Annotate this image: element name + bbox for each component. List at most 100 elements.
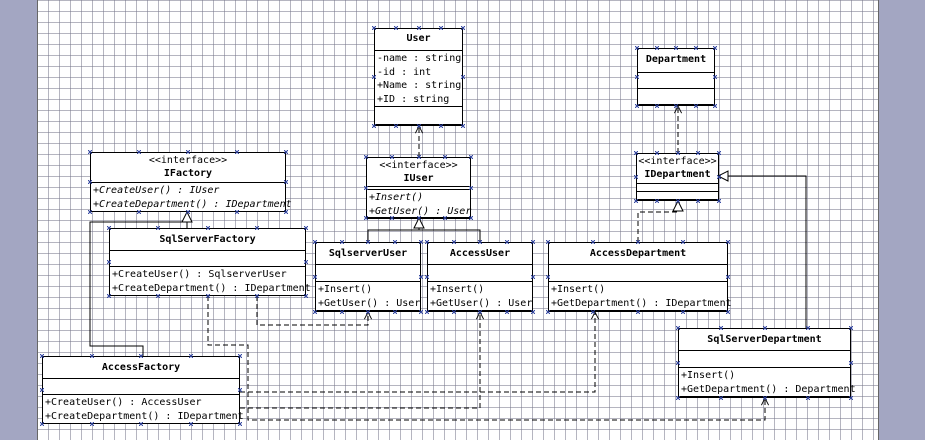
selection-handle[interactable] <box>313 275 317 279</box>
selection-handle[interactable] <box>635 104 639 108</box>
selection-handle[interactable] <box>531 240 535 244</box>
selection-handle[interactable] <box>726 310 730 314</box>
class-sqlserverdepartment[interactable]: SqlServerDepartment +Insert() +GetDepart… <box>676 326 856 400</box>
selection-handle[interactable] <box>762 326 767 330</box>
selection-handle[interactable] <box>137 210 141 214</box>
class-sqlserveruser[interactable]: SqlserverUser +Insert() +GetUser() : Use… <box>313 240 423 314</box>
selection-handle[interactable] <box>805 326 810 330</box>
selection-handle[interactable] <box>504 240 509 244</box>
selection-handle[interactable] <box>634 175 638 179</box>
selection-handle[interactable] <box>546 310 550 314</box>
selection-handle[interactable] <box>304 226 308 230</box>
selection-handle[interactable] <box>366 240 370 244</box>
selection-handle[interactable] <box>634 199 638 203</box>
selection-handle[interactable] <box>156 294 161 298</box>
selection-handle[interactable] <box>425 275 429 279</box>
selection-handle[interactable] <box>390 216 395 220</box>
class-idepartment[interactable]: <<interface>> IDepartment <box>634 151 721 203</box>
selection-handle[interactable] <box>284 150 288 154</box>
selection-handle[interactable] <box>304 260 308 264</box>
selection-handle[interactable] <box>442 216 447 220</box>
selection-handle[interactable] <box>719 326 724 330</box>
selection-handle[interactable] <box>425 310 429 314</box>
selection-handle[interactable] <box>188 354 193 358</box>
selection-handle[interactable] <box>531 310 535 314</box>
selection-handle[interactable] <box>372 75 376 79</box>
selection-handle[interactable] <box>366 310 370 314</box>
selection-handle[interactable] <box>186 150 190 154</box>
selection-handle[interactable] <box>139 354 143 358</box>
selection-handle[interactable] <box>238 422 242 426</box>
selection-handle[interactable] <box>89 422 94 426</box>
selection-handle[interactable] <box>719 396 724 400</box>
selection-handle[interactable] <box>139 422 143 426</box>
selection-handle[interactable] <box>390 155 395 159</box>
selection-handle[interactable] <box>654 46 659 50</box>
selection-handle[interactable] <box>849 361 853 365</box>
selection-handle[interactable] <box>504 310 509 314</box>
selection-handle[interactable] <box>419 275 423 279</box>
selection-handle[interactable] <box>394 124 399 128</box>
selection-handle[interactable] <box>88 180 92 184</box>
selection-handle[interactable] <box>438 26 443 30</box>
selection-handle[interactable] <box>88 210 92 214</box>
selection-handle[interactable] <box>805 396 810 400</box>
selection-handle[interactable] <box>392 310 397 314</box>
selection-handle[interactable] <box>654 151 659 155</box>
selection-handle[interactable] <box>339 240 344 244</box>
selection-handle[interactable] <box>284 210 288 214</box>
selection-handle[interactable] <box>235 150 239 154</box>
selection-handle[interactable] <box>372 124 376 128</box>
selection-handle[interactable] <box>546 240 550 244</box>
selection-handle[interactable] <box>442 155 447 159</box>
selection-handle[interactable] <box>696 151 701 155</box>
class-accessfactory[interactable]: AccessFactory +CreateUser() : AccessUser… <box>40 354 244 426</box>
selection-handle[interactable] <box>88 150 92 154</box>
selection-handle[interactable] <box>254 294 259 298</box>
class-user[interactable]: User -name : string -id : int +Name : st… <box>372 26 465 128</box>
selection-handle[interactable] <box>713 75 717 79</box>
selection-handle[interactable] <box>675 199 680 203</box>
selection-handle[interactable] <box>713 104 717 108</box>
selection-handle[interactable] <box>419 240 423 244</box>
class-iuser[interactable]: <<interface>> IUser +Insert() +GetUser()… <box>364 155 473 220</box>
selection-handle[interactable] <box>849 326 853 330</box>
selection-handle[interactable] <box>364 185 368 190</box>
selection-handle[interactable] <box>461 75 465 79</box>
selection-handle[interactable] <box>469 185 473 190</box>
class-sqlserverfactory[interactable]: SqlServerFactory +CreateUser() : Sqlserv… <box>107 226 311 298</box>
selection-handle[interactable] <box>478 240 482 244</box>
selection-handle[interactable] <box>849 396 853 400</box>
selection-handle[interactable] <box>717 151 721 155</box>
selection-handle[interactable] <box>313 310 317 314</box>
selection-handle[interactable] <box>254 226 259 230</box>
class-accessuser[interactable]: AccessUser +Insert() +GetUser() : User <box>425 240 535 314</box>
selection-handle[interactable] <box>676 396 680 400</box>
selection-handle[interactable] <box>89 354 94 358</box>
selection-handle[interactable] <box>372 26 376 30</box>
selection-handle[interactable] <box>635 75 639 79</box>
selection-handle[interactable] <box>531 275 535 279</box>
selection-handle[interactable] <box>188 422 193 426</box>
selection-handle[interactable] <box>304 294 308 298</box>
selection-handle[interactable] <box>546 275 550 279</box>
selection-handle[interactable] <box>284 180 288 184</box>
selection-handle[interactable] <box>416 216 421 220</box>
selection-handle[interactable] <box>394 26 399 30</box>
class-ifactory[interactable]: <<interface>> IFactory +CreateUser() : I… <box>88 150 292 214</box>
class-accessdepartment[interactable]: AccessDepartment +Insert() +GetDepartmen… <box>546 240 732 314</box>
selection-handle[interactable] <box>693 104 698 108</box>
selection-handle[interactable] <box>762 396 767 400</box>
selection-handle[interactable] <box>636 240 640 244</box>
selection-handle[interactable] <box>451 310 456 314</box>
selection-handle[interactable] <box>40 388 44 392</box>
selection-handle[interactable] <box>635 46 639 50</box>
selection-handle[interactable] <box>461 124 465 128</box>
selection-handle[interactable] <box>205 294 210 298</box>
class-department[interactable]: Department <box>635 46 717 108</box>
selection-handle[interactable] <box>186 210 190 214</box>
selection-handle[interactable] <box>107 260 111 264</box>
selection-handle[interactable] <box>674 46 678 50</box>
selection-handle[interactable] <box>238 354 242 358</box>
selection-handle[interactable] <box>717 199 721 203</box>
